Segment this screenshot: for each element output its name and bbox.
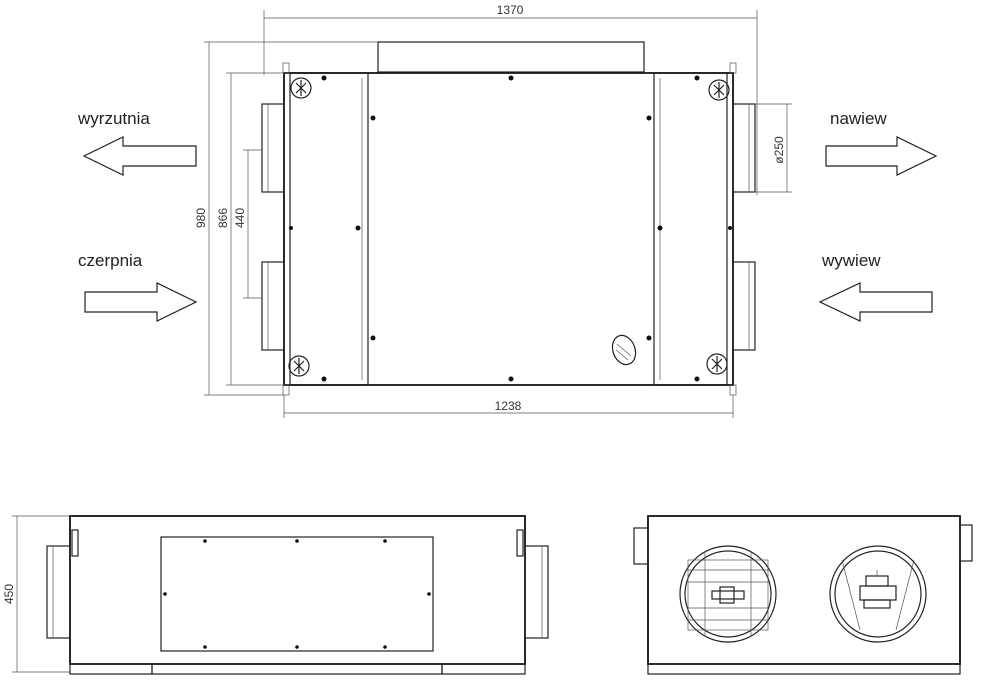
brand-logo — [611, 334, 637, 366]
side-handle — [71, 529, 79, 557]
label-czerpnia: czerpnia — [78, 251, 143, 270]
arrow-right-icon — [84, 282, 198, 322]
unit-body-end — [647, 515, 961, 665]
dim-overall-width: 1370 — [263, 3, 758, 195]
fan-icon — [708, 79, 730, 101]
flow-supply: nawiew — [825, 109, 938, 176]
dim-spigot-spacing: 440 — [233, 149, 262, 299]
side-screws — [163, 539, 431, 649]
fan-icon — [290, 77, 312, 99]
spigot-side-left — [46, 545, 71, 639]
dim-body-width: 1238 — [283, 395, 734, 418]
spigot-left-bottom — [261, 261, 285, 351]
base-rail — [441, 663, 526, 675]
flow-exhaust: wyrzutnia — [77, 109, 197, 176]
base-rail — [151, 663, 443, 675]
top-view: 1370 — [194, 3, 792, 418]
flow-extract: wywiew — [818, 251, 933, 322]
spigot-side-right — [524, 545, 549, 639]
dim-height: 450 — [2, 515, 70, 673]
dim-label-450: 450 — [2, 584, 16, 604]
unit-body-side — [69, 515, 526, 665]
dim-label-1238: 1238 — [495, 399, 522, 413]
side-service-panel — [160, 536, 434, 652]
dim-label-866: 866 — [216, 208, 230, 228]
dim-label-440: 440 — [233, 208, 247, 228]
fan-icon — [706, 353, 728, 375]
dim-total-depth: 980 — [194, 41, 378, 396]
side-view: 450 — [2, 515, 549, 675]
spigot-left-top — [261, 103, 285, 193]
dim-body-depth: 866 — [216, 72, 284, 386]
dim-duct-diameter: ø250 — [755, 103, 792, 193]
arrow-left-icon — [818, 282, 933, 322]
arrow-left-icon — [82, 136, 197, 176]
base-rail — [69, 663, 153, 675]
side-handle — [516, 529, 524, 557]
dim-label-1370: 1370 — [497, 3, 524, 17]
top-filter-housing — [377, 41, 645, 73]
spigot-right-top — [732, 103, 756, 193]
label-wyrzutnia: wyrzutnia — [77, 109, 150, 128]
label-nawiew: nawiew — [830, 109, 887, 128]
dim-label-diameter: ø250 — [772, 136, 786, 164]
service-panel — [367, 72, 655, 386]
duct-opening-right — [829, 545, 927, 643]
end-base — [647, 663, 961, 675]
dim-label-980: 980 — [194, 208, 208, 228]
spigot-right-bottom — [732, 261, 756, 351]
fan-icon — [288, 355, 310, 377]
duct-opening-left — [679, 545, 777, 643]
end-view — [633, 515, 973, 675]
arrow-right-icon — [825, 136, 938, 176]
panel-screws — [289, 75, 732, 382]
end-lug-right — [959, 524, 973, 562]
end-lug-left — [633, 527, 649, 565]
flow-intake: czerpnia — [78, 251, 198, 322]
label-wywiew: wywiew — [821, 251, 881, 270]
unit-body-top — [283, 72, 734, 386]
